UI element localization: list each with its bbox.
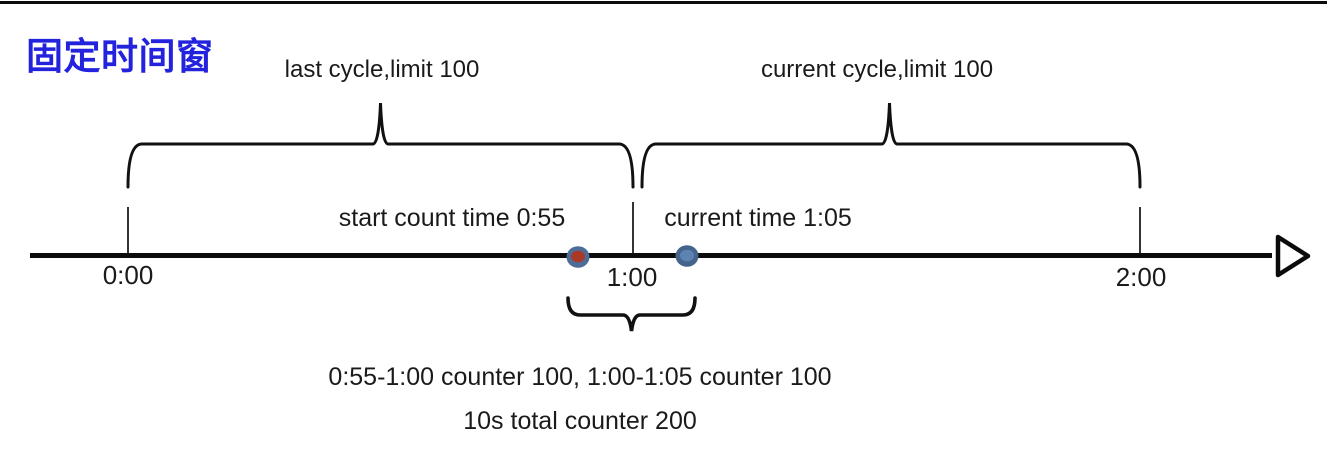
current-time-label: current time 1:05 [664,204,852,232]
count-window-underbrace [566,296,697,332]
current-cycle-label: current cycle,limit 100 [760,56,994,83]
tick-label-1-00: 1:00 [606,262,658,292]
start-count-dot [566,246,590,268]
counter-summary-line2: 10s total counter 200 [463,407,697,435]
counter-summary-line1: 0:55-1:00 counter 100, 1:00-1:05 counter… [328,363,832,391]
tick-label-2-00: 2:00 [1115,262,1167,292]
current-time-dot-core [680,249,694,262]
counter-summary: 0:55-1:00 counter 100, 1:00-1:05 counter… [328,355,831,443]
start-count-time-label: start count time 0:55 [338,204,566,232]
page-title: 固定时间窗 [26,36,214,77]
start-count-dot-core [571,250,585,263]
top-border [0,1,1327,4]
current-cycle-brace [640,102,1142,189]
current-time-dot [675,245,699,267]
last-cycle-label: last cycle,limit 100 [284,56,480,83]
arrow-head-icon [1275,234,1311,278]
tick-label-0-00: 0:00 [102,260,154,290]
last-cycle-brace [126,102,635,189]
